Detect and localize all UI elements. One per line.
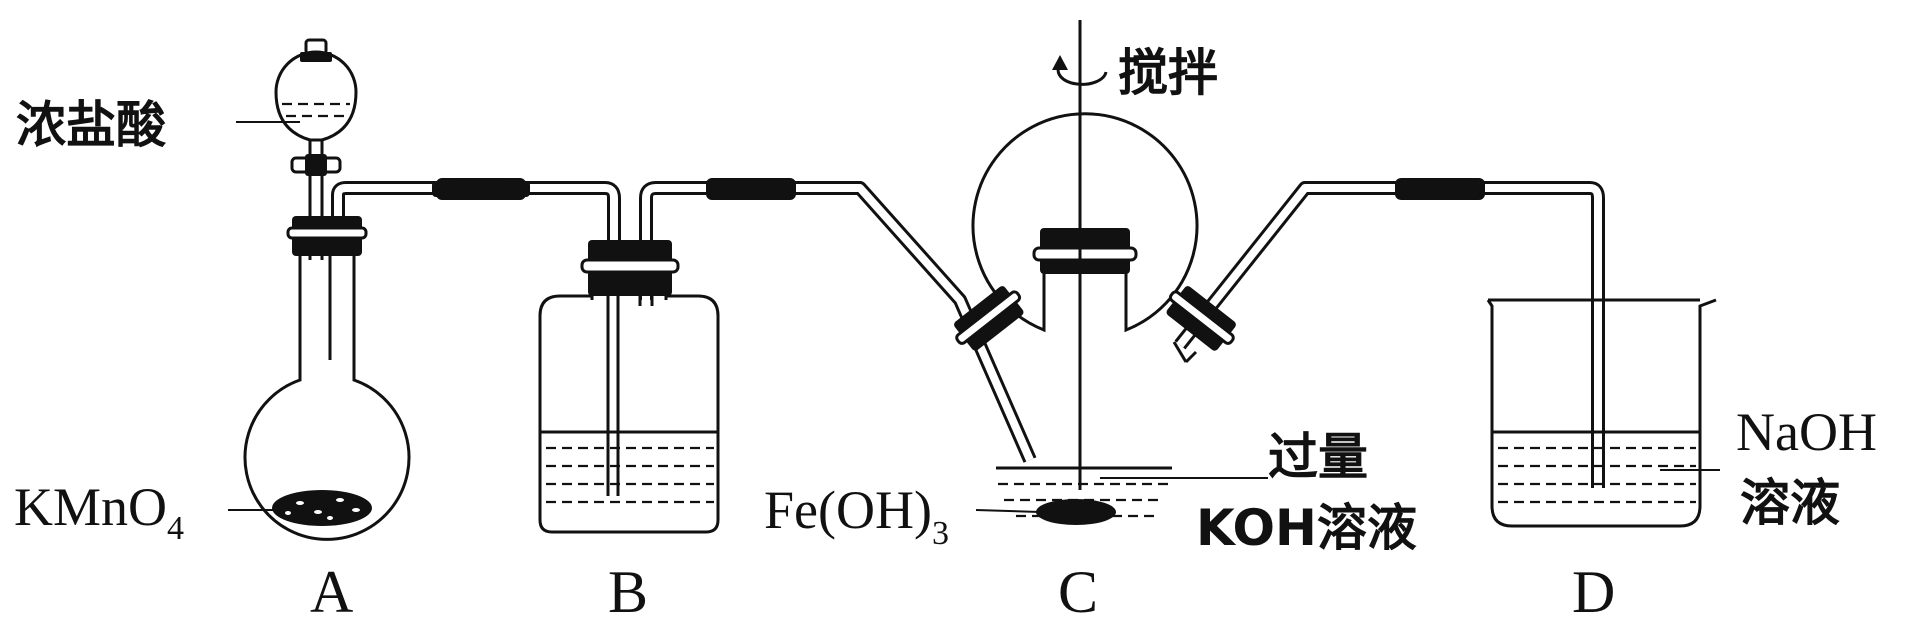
rubber-connector-ab (432, 178, 530, 200)
rubber-connectors (432, 178, 1485, 200)
label-kmno4: KMnO4 (14, 477, 184, 547)
label-apparatus-c: C (1058, 559, 1098, 625)
label-feoh3: Fe(OH)3 (764, 480, 949, 552)
label-koh-solution: KOH溶液 (1196, 499, 1417, 557)
apparatus-d-beaker (1486, 298, 1720, 528)
apparatus-c-three-neck-flask (954, 20, 1268, 525)
feoh3-leader-line (975, 509, 1041, 513)
label-hcl: 浓盐酸 (16, 96, 167, 154)
connecting-tubes (331, 181, 1605, 488)
label-naoh-solution: 溶液 (1740, 474, 1840, 532)
apparatus-a-flask (228, 38, 411, 541)
kmno4-solid (272, 490, 372, 526)
feoh3-solid (1036, 499, 1116, 525)
label-apparatus-b: B (608, 559, 648, 625)
label-apparatus-a: A (310, 559, 353, 625)
apparatus-b-wash-bottle (538, 240, 720, 534)
rubber-connector-bc (706, 178, 796, 200)
label-excess: 过量 (1268, 428, 1368, 486)
stirrer-rod (1052, 20, 1108, 490)
rubber-connector-cd (1395, 178, 1485, 200)
label-stir: 搅拌 (1118, 44, 1218, 102)
label-apparatus-d: D (1572, 559, 1615, 625)
label-naoh: NaOH (1736, 402, 1877, 462)
